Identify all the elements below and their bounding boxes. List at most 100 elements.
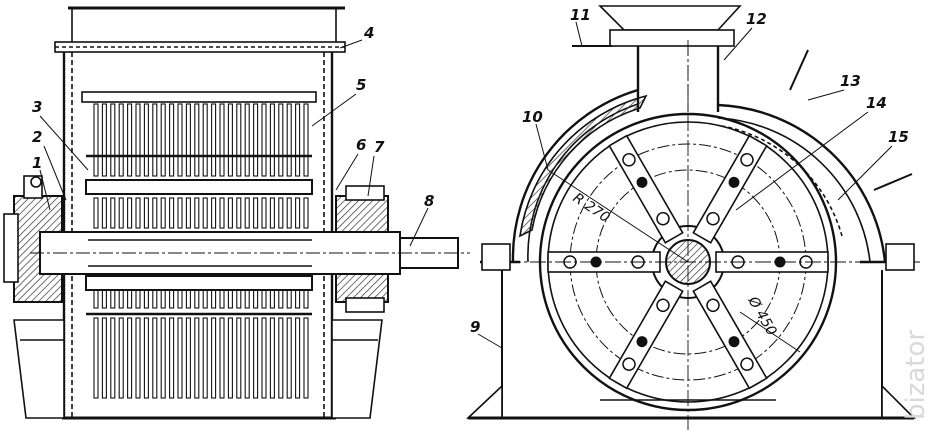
callout-4: 4 (363, 24, 374, 42)
hammer-blade (135, 103, 141, 177)
hammer-blade (177, 103, 183, 177)
hammer-blade (261, 197, 267, 229)
callout-leaders (39, 21, 893, 349)
hammer-blade (244, 317, 250, 399)
hammer-blade (118, 317, 124, 399)
feed-hopper (54, 6, 346, 53)
hammer-blade (152, 103, 158, 177)
radius-dimension: R 270 (570, 190, 613, 226)
hammer-blade (169, 317, 175, 399)
hammer-blade (303, 103, 309, 177)
hammer-blade (160, 317, 166, 399)
hammer-blade (286, 317, 292, 399)
rotor-disc-rows (85, 154, 313, 316)
callout-5: 5 (356, 76, 366, 94)
lower-hammer-row (93, 277, 309, 399)
hammer-blade (227, 197, 233, 229)
hammer-blade (169, 197, 175, 229)
hammer-blade (253, 317, 259, 399)
hammer-blade (152, 317, 158, 399)
hammer-blade (93, 317, 99, 399)
callout-10: 10 (522, 108, 543, 126)
rotor-shaft (30, 231, 470, 275)
callout-14: 14 (866, 94, 887, 112)
hammer-blade (127, 197, 133, 229)
hammer-blade (295, 317, 301, 399)
hammer-blade (236, 197, 242, 229)
diameter-dimension: Ø 450 (744, 293, 779, 338)
hammer-blade (219, 103, 225, 177)
hammer-blade (118, 197, 124, 229)
hammer-blade (303, 197, 309, 229)
hammer-blade (194, 103, 200, 177)
hammer-blade (211, 317, 217, 399)
hammer-blade (110, 317, 116, 399)
hammer-blade (169, 103, 175, 177)
hammer-blade (202, 317, 208, 399)
hammer-blade (93, 197, 99, 229)
hammer-blade (286, 103, 292, 177)
centerlines (480, 40, 920, 430)
hammer-blade (143, 103, 149, 177)
hammer-blade (219, 197, 225, 229)
hammer-blade (303, 317, 309, 399)
hammer-blade (160, 197, 166, 229)
callout-1: 1 (32, 154, 42, 172)
hammer-blade (253, 103, 259, 177)
hammer-blade (219, 317, 225, 399)
callout-3: 3 (32, 98, 42, 116)
callout-labels: 1 2 3 4 5 6 7 8 9 10 11 12 13 14 15 (32, 6, 909, 336)
hammer-blade (185, 103, 191, 177)
hammer-blade (261, 103, 267, 177)
hammer-blade (211, 197, 217, 229)
hammer-blade (127, 317, 133, 399)
hammer-blade (202, 197, 208, 229)
hammer-blade (93, 103, 99, 177)
hammer-blade (185, 317, 191, 399)
casing (511, 88, 887, 263)
hammer-blade (261, 317, 267, 399)
hammer-blade (177, 197, 183, 229)
hammer-blade (101, 197, 107, 229)
hammer-blade (143, 317, 149, 399)
hammer-blade (110, 197, 116, 229)
hammer-blade (236, 103, 242, 177)
hammers (547, 134, 829, 390)
callout-12: 12 (746, 10, 767, 28)
hammer-blade (194, 197, 200, 229)
hammer-blade (278, 103, 284, 177)
hammer-blade (286, 197, 292, 229)
longitudinal-section-view (3, 6, 470, 420)
callout-11: 11 (570, 6, 591, 24)
callout-8: 8 (424, 192, 434, 210)
cross-hammer (692, 280, 768, 390)
cross-hammer (608, 134, 684, 244)
hammer-blade (227, 103, 233, 177)
hammer-blade (110, 103, 116, 177)
hammer-blade (269, 103, 275, 177)
cross-hammer (608, 280, 684, 390)
outlet-fittings (572, 45, 913, 191)
hammer-blade (244, 197, 250, 229)
hammer-blade (143, 197, 149, 229)
hammer-blade (160, 103, 166, 177)
hammer-blade (295, 197, 301, 229)
hammer-blade (185, 197, 191, 229)
hammer-blade (118, 103, 124, 177)
hammer-blade (269, 197, 275, 229)
callout-2: 2 (32, 128, 42, 146)
hammer-blade (194, 317, 200, 399)
callout-13: 13 (840, 72, 861, 90)
hammer-blade (202, 103, 208, 177)
hammer-blade (295, 103, 301, 177)
hammer-blade (127, 103, 133, 177)
hammer-blade (101, 317, 107, 399)
hammer-blade (278, 317, 284, 399)
hammer-blade (152, 197, 158, 229)
callout-9: 9 (470, 318, 480, 336)
upper-hammer-row (93, 103, 309, 229)
hammer-blade (101, 103, 107, 177)
dimension-lines (547, 169, 801, 353)
hammer-blade (244, 103, 250, 177)
